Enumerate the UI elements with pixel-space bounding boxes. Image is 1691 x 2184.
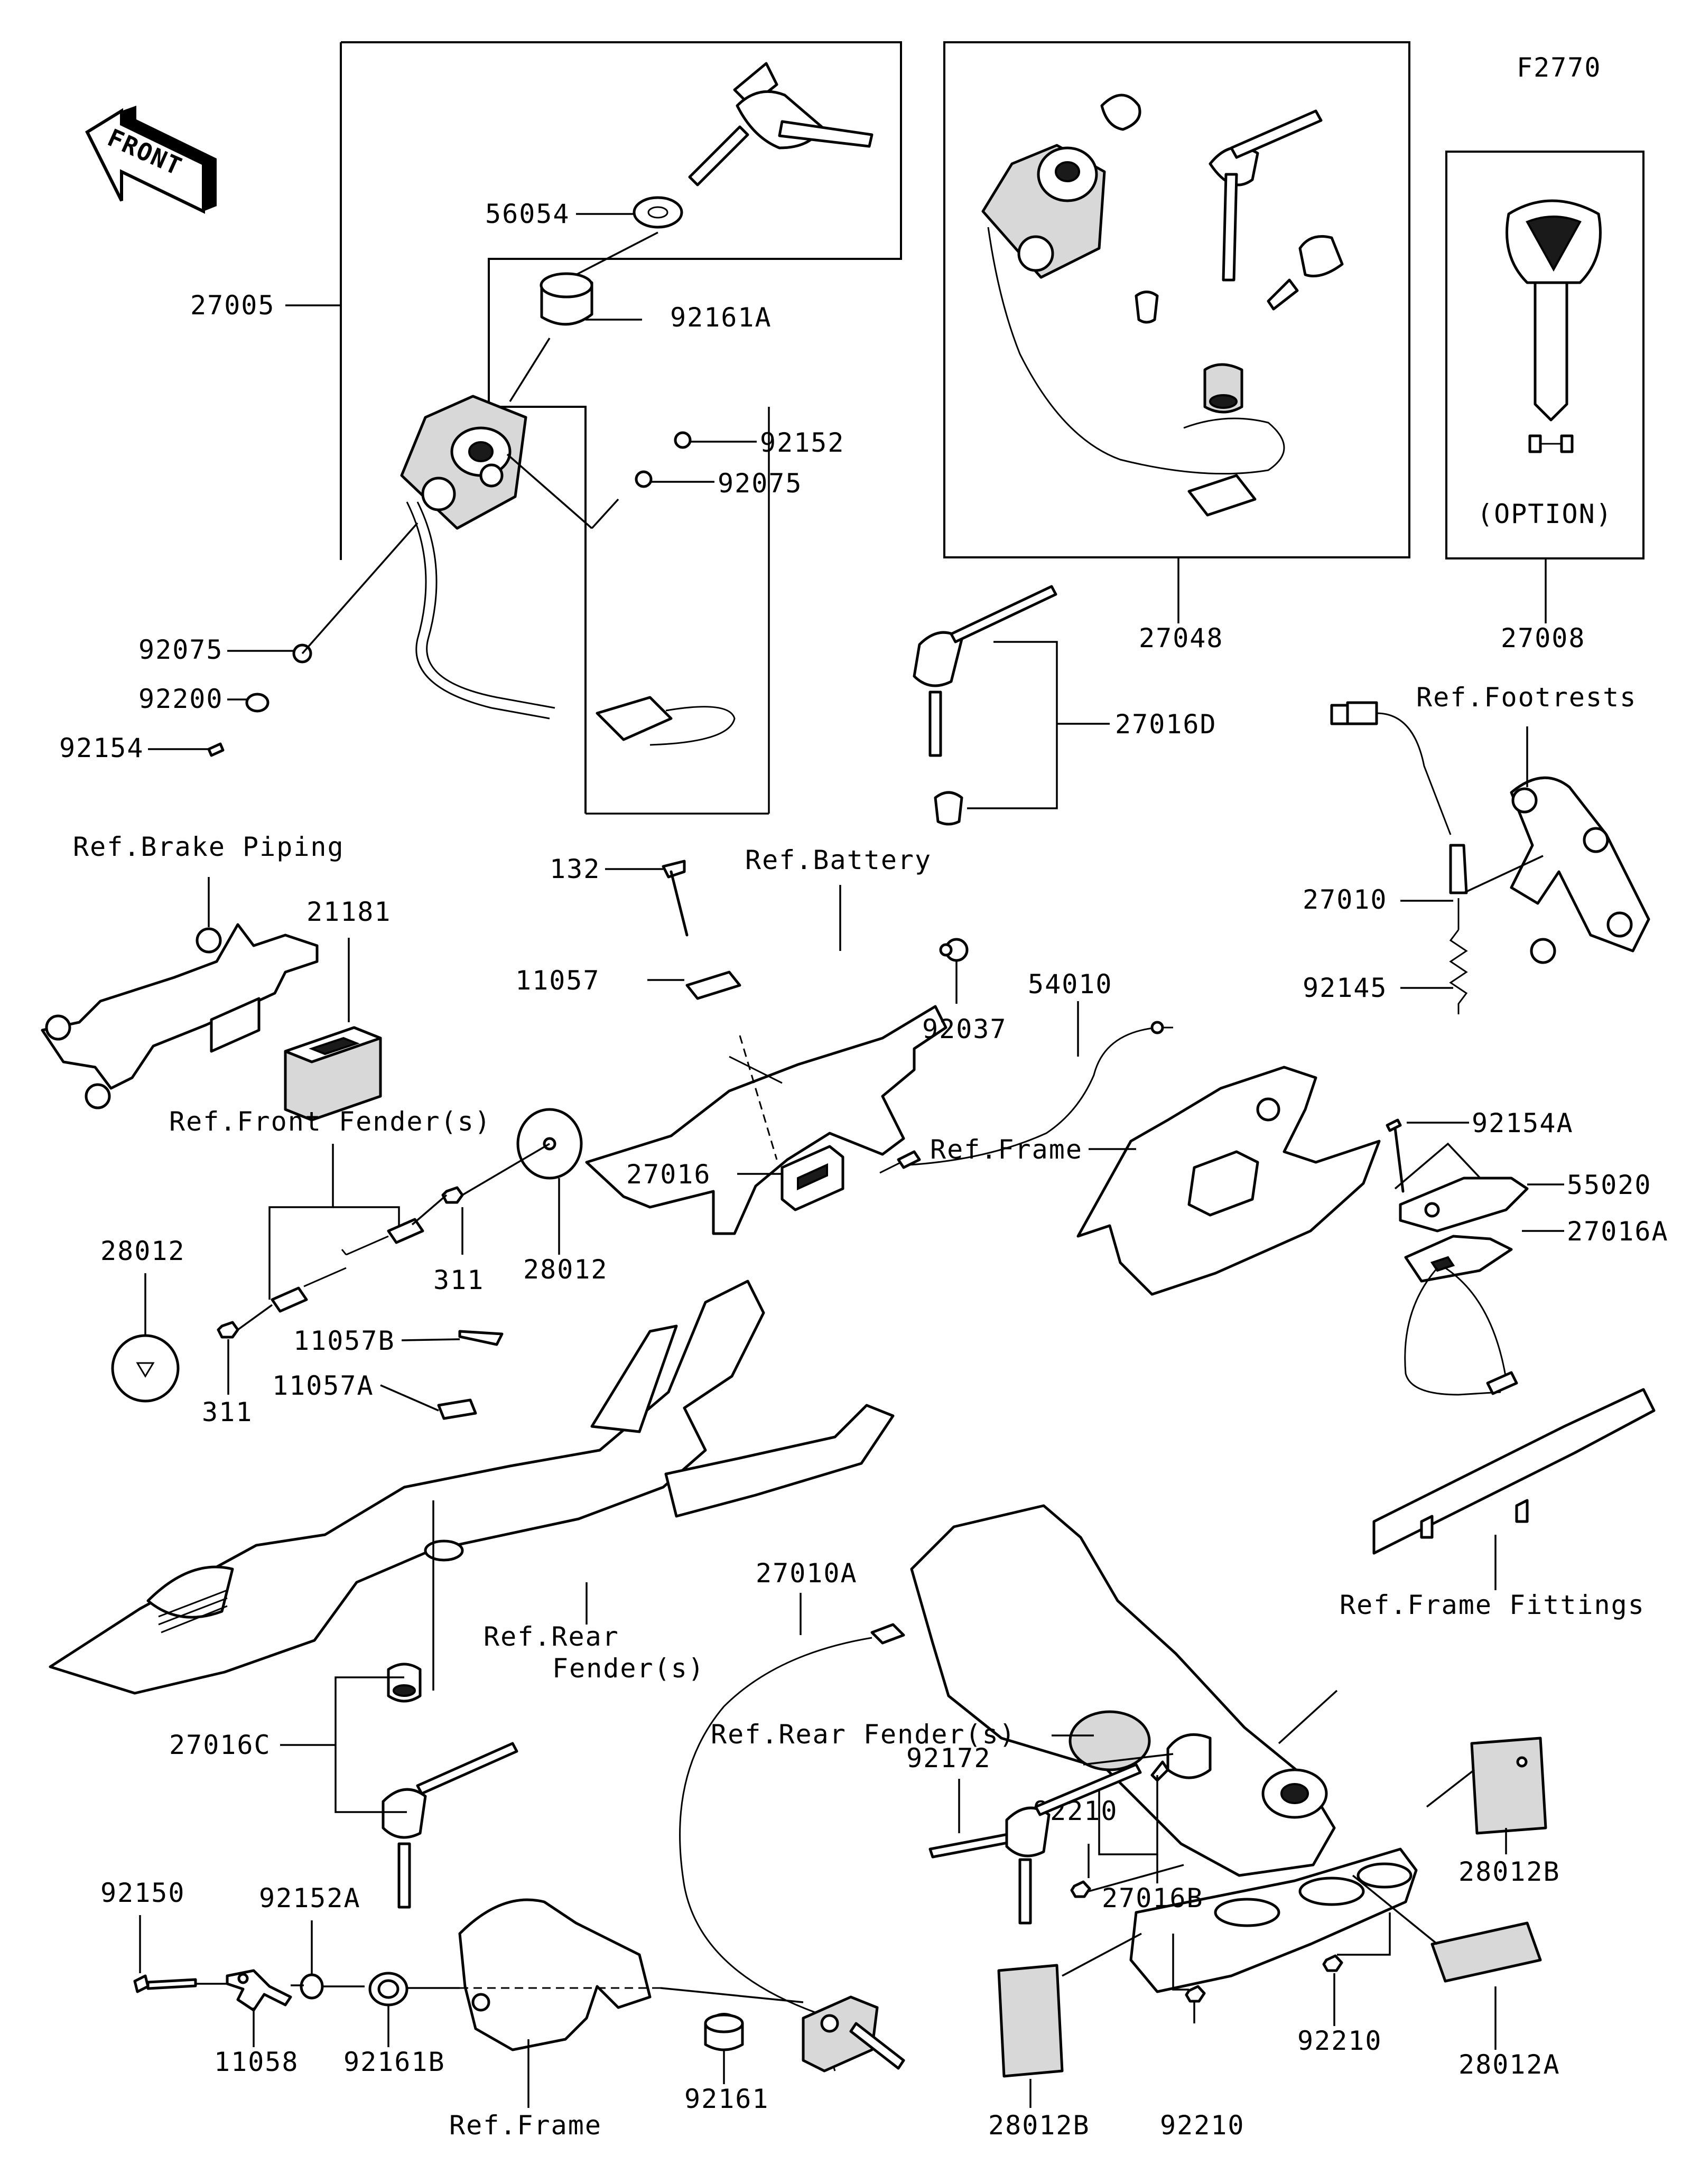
label-ref-rear-1: Ref.Rear [484,1621,619,1652]
label-92161A: 92161A [670,302,772,333]
label-54010: 54010 [1028,969,1113,1000]
label-ref-battery: Ref.Battery [745,845,932,875]
cable-27010A-icon [679,1623,905,2073]
clip-92037-icon [939,938,969,962]
label-27016A: 27016A [1567,1216,1669,1247]
label-92161: 92161 [684,2084,769,2114]
bolt-92154A-icon [1386,1118,1405,1193]
reflector-28012B-bottom-icon [997,1964,1064,2078]
label-11057B: 11057B [293,1326,395,1356]
bracket-11058-icon [226,1969,292,2012]
label-28012-left: 28012 [100,1236,185,1266]
lock-27016-icon [781,1145,844,1211]
label-27008: 27008 [1501,623,1586,654]
label-27016D: 27016D [1115,709,1217,740]
label-28012A: 28012A [1458,2049,1560,2080]
label-92152: 92152 [760,427,845,458]
label-92075-b: 92075 [138,634,224,665]
lock-27016C-icon [382,1663,518,1909]
label-27048: 27048 [1139,623,1224,654]
label-311-lower: 311 [202,1397,253,1427]
lock-27016B-icon [928,1733,1212,1925]
ignition-switch-group [207,41,902,815]
cable-54010-icon [879,1021,1173,1174]
label-28012-right: 28012 [523,1254,608,1285]
lock-27016A-icon [1404,1235,1518,1396]
label-ref-footrests: Ref.Footrests [1416,682,1637,713]
label-92152A: 92152A [259,1883,361,1914]
label-27010: 27010 [1303,884,1388,915]
label-27010A: 27010A [756,1558,858,1589]
label-92172: 92172 [906,1743,991,1774]
label-11057: 11057 [515,965,600,996]
label-ref-frame-a: Ref.Frame [930,1134,1083,1165]
key-icon [688,62,874,186]
label-132: 132 [550,854,600,884]
stop-switch-icon [1330,701,1468,1014]
label-92200: 92200 [138,684,224,714]
label-ref-front-fender: Ref.Front Fender(s) [169,1106,491,1137]
bracket-55020-icon [1399,1177,1529,1233]
label-27016B: 27016B [1102,1883,1204,1914]
frame-bracket-bottom-icon [458,1898,652,2051]
label-92150: 92150 [100,1878,185,1908]
collar-92152A-icon [300,1973,324,2000]
cap-icon [540,272,593,326]
bolt-92150-icon [133,1974,197,1993]
frame-fittings-icon [1372,1388,1656,1555]
label-21181: 21181 [306,897,392,927]
label-311-upper: 311 [433,1265,484,1295]
label-92154A: 92154A [1472,1108,1574,1138]
label-11058: 11058 [214,2047,299,2077]
reflector-28012A-icon [1430,1921,1542,1983]
nut-311-lower-icon [217,1321,239,1339]
kit-27048-box [943,41,1410,558]
label-ref-frame-fittings: Ref.Frame Fittings [1340,1590,1645,1620]
cap-92161-icon [704,2013,744,2051]
ignition-switch-icon [400,395,736,746]
footrest-bracket-icon [1510,776,1650,964]
label-28012B-bottom: 28012B [988,2110,1090,2141]
nut-311-upper-icon [441,1186,464,1204]
label-27016: 27016 [626,1159,711,1190]
label-92154: 92154 [59,733,144,763]
relay-21181-icon [284,1026,382,1122]
label-28012B-top: 28012B [1458,1856,1560,1887]
label-27016C: 27016C [169,1730,271,1760]
spacer-lower-icon [271,1267,347,1313]
reflector-28012B-top-icon [1470,1737,1547,1835]
label-ref-frame-b: Ref.Frame [449,2110,602,2141]
label-92037: 92037 [922,1014,1007,1044]
label-ref-brake-piping: Ref.Brake Piping [73,832,345,862]
brake-piping-bracket-icon [41,923,319,1109]
lock-set-icon [981,94,1344,517]
rear-fender-icon [49,1280,895,1695]
label-ref-rear-2: Fender(s) [552,1653,705,1684]
front-arrow-icon: FRONT [85,106,217,214]
label-27005: 27005 [190,290,275,321]
rear-frame-icon [910,1504,1418,1993]
battery-bracket-icon [585,970,947,1235]
label-92210-bottom: 92210 [1160,2110,1245,2141]
key-lock-27016D-icon [913,585,1057,826]
diagram-code: F2770 [1517,52,1602,83]
option-label: (OPTION) [1477,499,1613,529]
blank-key-icon [1506,199,1602,453]
label-92145: 92145 [1303,973,1388,1003]
label-ref-rear-fender-b: Ref.Rear Fender(s) [711,1719,1016,1750]
label-55020: 55020 [1567,1170,1652,1200]
frame-section-icon [1076,1066,1381,1296]
label-92210-mid: 92210 [1297,2026,1382,2056]
label-11057A: 11057A [272,1370,374,1401]
label-92161B: 92161B [343,2047,445,2077]
grommet-92161B-icon [368,1972,408,2006]
spacer-upper-icon [341,1218,424,1256]
cap-28012-left-icon [111,1334,180,1403]
label-56054: 56054 [485,199,570,229]
label-92075-a: 92075 [718,468,803,499]
